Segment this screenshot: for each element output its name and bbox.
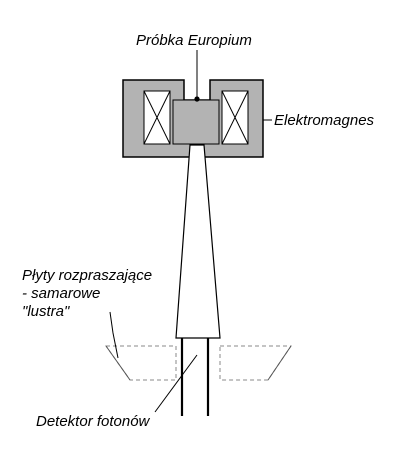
magnet-core (172, 99, 220, 145)
scattering-plate-right (219, 345, 292, 381)
scattering-plates (105, 345, 292, 381)
europium-sample-dot (194, 96, 200, 102)
label-electromagnet: Elektromagnes (274, 112, 375, 129)
label-europium-sample: Próbka Europium (136, 32, 252, 49)
label-photon-detector: Detektor fotonów (36, 413, 151, 430)
photon-detector (180, 338, 210, 416)
left-coil (143, 90, 171, 145)
label-scattering-plates-line3: "lustra" (22, 303, 70, 320)
photon-beam (175, 144, 221, 339)
plates-pointer-line (109, 311, 119, 359)
electromagnet (122, 79, 264, 158)
right-coil (221, 90, 249, 145)
label-scattering-plates-line1: Płyty rozpraszające (22, 267, 152, 284)
plate-left-solid-edge (105, 345, 131, 381)
plate-right-solid-edge (267, 345, 292, 381)
label-scattering-plates-line2: - samarowe (22, 285, 100, 302)
detector-pointer-line (154, 354, 198, 413)
